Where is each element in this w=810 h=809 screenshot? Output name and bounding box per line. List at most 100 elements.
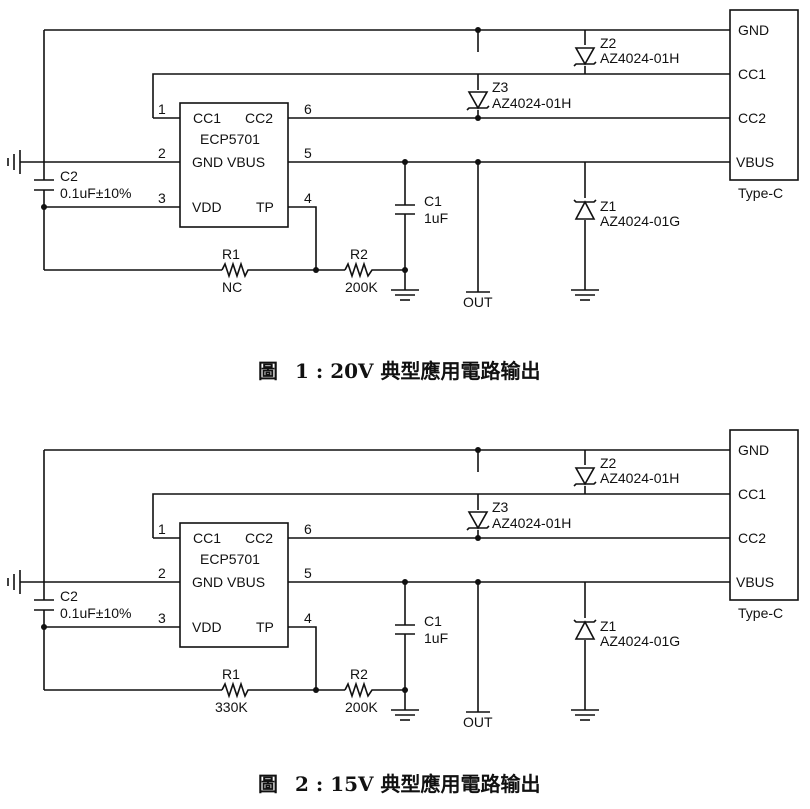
zener-diode-z1: Z1 AZ4024-01G (573, 198, 680, 229)
capacitor-c1: C1 1uF (395, 613, 448, 646)
ic-pin-gnd-vbus: GND VBUS (192, 154, 265, 170)
ic-name: ECP5701 (200, 131, 260, 147)
r1-value: 330K (215, 699, 248, 715)
z1-ref: Z1 (600, 618, 617, 634)
connector-type: Type-C (738, 605, 783, 621)
pin-number: 3 (158, 610, 166, 626)
zener-diode-z3: Z3 AZ4024-01H (466, 499, 571, 531)
r2-value: 200K (345, 279, 378, 295)
r2-ref: R2 (350, 666, 368, 682)
ground-icon (571, 709, 599, 721)
junctions (41, 27, 481, 273)
ic-pin-cc1: CC1 (193, 530, 221, 546)
caption-number: 1 (295, 359, 309, 383)
pin-number: 5 (304, 145, 312, 161)
connector-gnd: GND (738, 22, 769, 38)
ic-pin-cc2: CC2 (245, 530, 273, 546)
ic-pin-tp: TP (256, 199, 274, 215)
ic-pin-gnd-vbus: GND VBUS (192, 574, 265, 590)
pin-number: 3 (158, 190, 166, 206)
resistor-r1: R1 NC (221, 246, 250, 295)
junction-dot (313, 267, 319, 273)
out-label: OUT (463, 714, 493, 730)
junction-dot (41, 204, 47, 210)
pin-number: 4 (304, 190, 312, 206)
r1-ref: R1 (222, 246, 240, 262)
capacitor-c2: C2 0.1uF±10% (34, 588, 132, 621)
z3-value: AZ4024-01H (492, 95, 571, 111)
pin-number: 4 (304, 610, 312, 626)
junction-dot (475, 159, 481, 165)
pin-numbers: 1 2 3 4 5 6 (158, 101, 312, 206)
z2-value: AZ4024-01H (600, 470, 679, 486)
junction-dot (402, 159, 408, 165)
out-terminal: OUT (463, 291, 493, 310)
c2-value: 0.1uF±10% (60, 605, 132, 621)
ic-pin-vdd: VDD (192, 199, 222, 215)
z1-value: AZ4024-01G (600, 633, 680, 649)
chassis-ground-icon (7, 150, 44, 174)
wires (43, 29, 730, 292)
zener-diode-z1: Z1 AZ4024-01G (573, 618, 680, 649)
connector-vbus: VBUS (736, 574, 774, 590)
junction-dot (475, 115, 481, 121)
ic-pin-cc1: CC1 (193, 110, 221, 126)
r1-ref: R1 (222, 666, 240, 682)
junction-dot (41, 624, 47, 630)
junction-dot (475, 579, 481, 585)
junction-dot (475, 535, 481, 541)
pin-number: 5 (304, 565, 312, 581)
pin-number: 2 (158, 145, 166, 161)
junction-dot (402, 579, 408, 585)
figure-1-caption: 圖 1 : 20V 典型應用電路输出 (258, 359, 541, 383)
r2-ref: R2 (350, 246, 368, 262)
ic-ecp5701: CC1 CC2 ECP5701 GND VBUS VDD TP (179, 102, 289, 228)
ic-pin-tp: TP (256, 619, 274, 635)
connector-cc2: CC2 (738, 530, 766, 546)
junction-dot (475, 447, 481, 453)
junction-dot (313, 687, 319, 693)
ic-pin-vdd: VDD (192, 619, 222, 635)
pin-numbers: 1 2 3 4 5 6 (158, 521, 312, 626)
r1-value: NC (222, 279, 242, 295)
type-c-connector: GND CC1 CC2 VBUS Type-C (729, 429, 799, 621)
figure-2-schematic: C2 0.1uF±10% CC1 CC2 ECP5701 GND VBUS VD… (7, 429, 799, 730)
ground-icon (571, 289, 599, 301)
z3-value: AZ4024-01H (492, 515, 571, 531)
pin-number: 1 (158, 101, 166, 117)
ic-pin-cc2: CC2 (245, 110, 273, 126)
c2-value: 0.1uF±10% (60, 185, 132, 201)
z2-value: AZ4024-01H (600, 50, 679, 66)
caption-prefix: 圖 (258, 359, 278, 383)
z2-ref: Z2 (600, 455, 617, 471)
junction-dot (402, 687, 408, 693)
caption-text: : 20V 典型應用電路输出 (316, 359, 541, 383)
pin-number: 2 (158, 565, 166, 581)
pin-number: 1 (158, 521, 166, 537)
z1-value: AZ4024-01G (600, 213, 680, 229)
connector-type: Type-C (738, 185, 783, 201)
caption-text: : 15V 典型應用電路输出 (316, 772, 541, 796)
figure-2-caption: 圖 2 : 15V 典型應用電路输出 (258, 772, 541, 796)
wires (43, 449, 730, 712)
type-c-connector: GND CC1 CC2 VBUS Type-C (729, 9, 799, 201)
connector-cc1: CC1 (738, 486, 766, 502)
chassis-ground-icon (7, 570, 44, 594)
capacitor-c1: C1 1uF (395, 193, 448, 226)
c2-ref: C2 (60, 588, 78, 604)
resistor-r1: R1 330K (215, 666, 250, 715)
connector-cc1: CC1 (738, 66, 766, 82)
zener-diode-z2: Z2 AZ4024-01H (573, 455, 679, 487)
ic-name: ECP5701 (200, 551, 260, 567)
z3-ref: Z3 (492, 79, 509, 95)
c2-ref: C2 (60, 168, 78, 184)
connector-vbus: VBUS (736, 154, 774, 170)
connector-gnd: GND (738, 442, 769, 458)
ground-icon (391, 709, 419, 721)
out-terminal: OUT (463, 711, 493, 730)
caption-number: 2 (295, 772, 309, 796)
zener-diode-z2: Z2 AZ4024-01H (573, 35, 679, 67)
junction-dot (402, 267, 408, 273)
pin-number: 6 (304, 101, 312, 117)
out-label: OUT (463, 294, 493, 310)
